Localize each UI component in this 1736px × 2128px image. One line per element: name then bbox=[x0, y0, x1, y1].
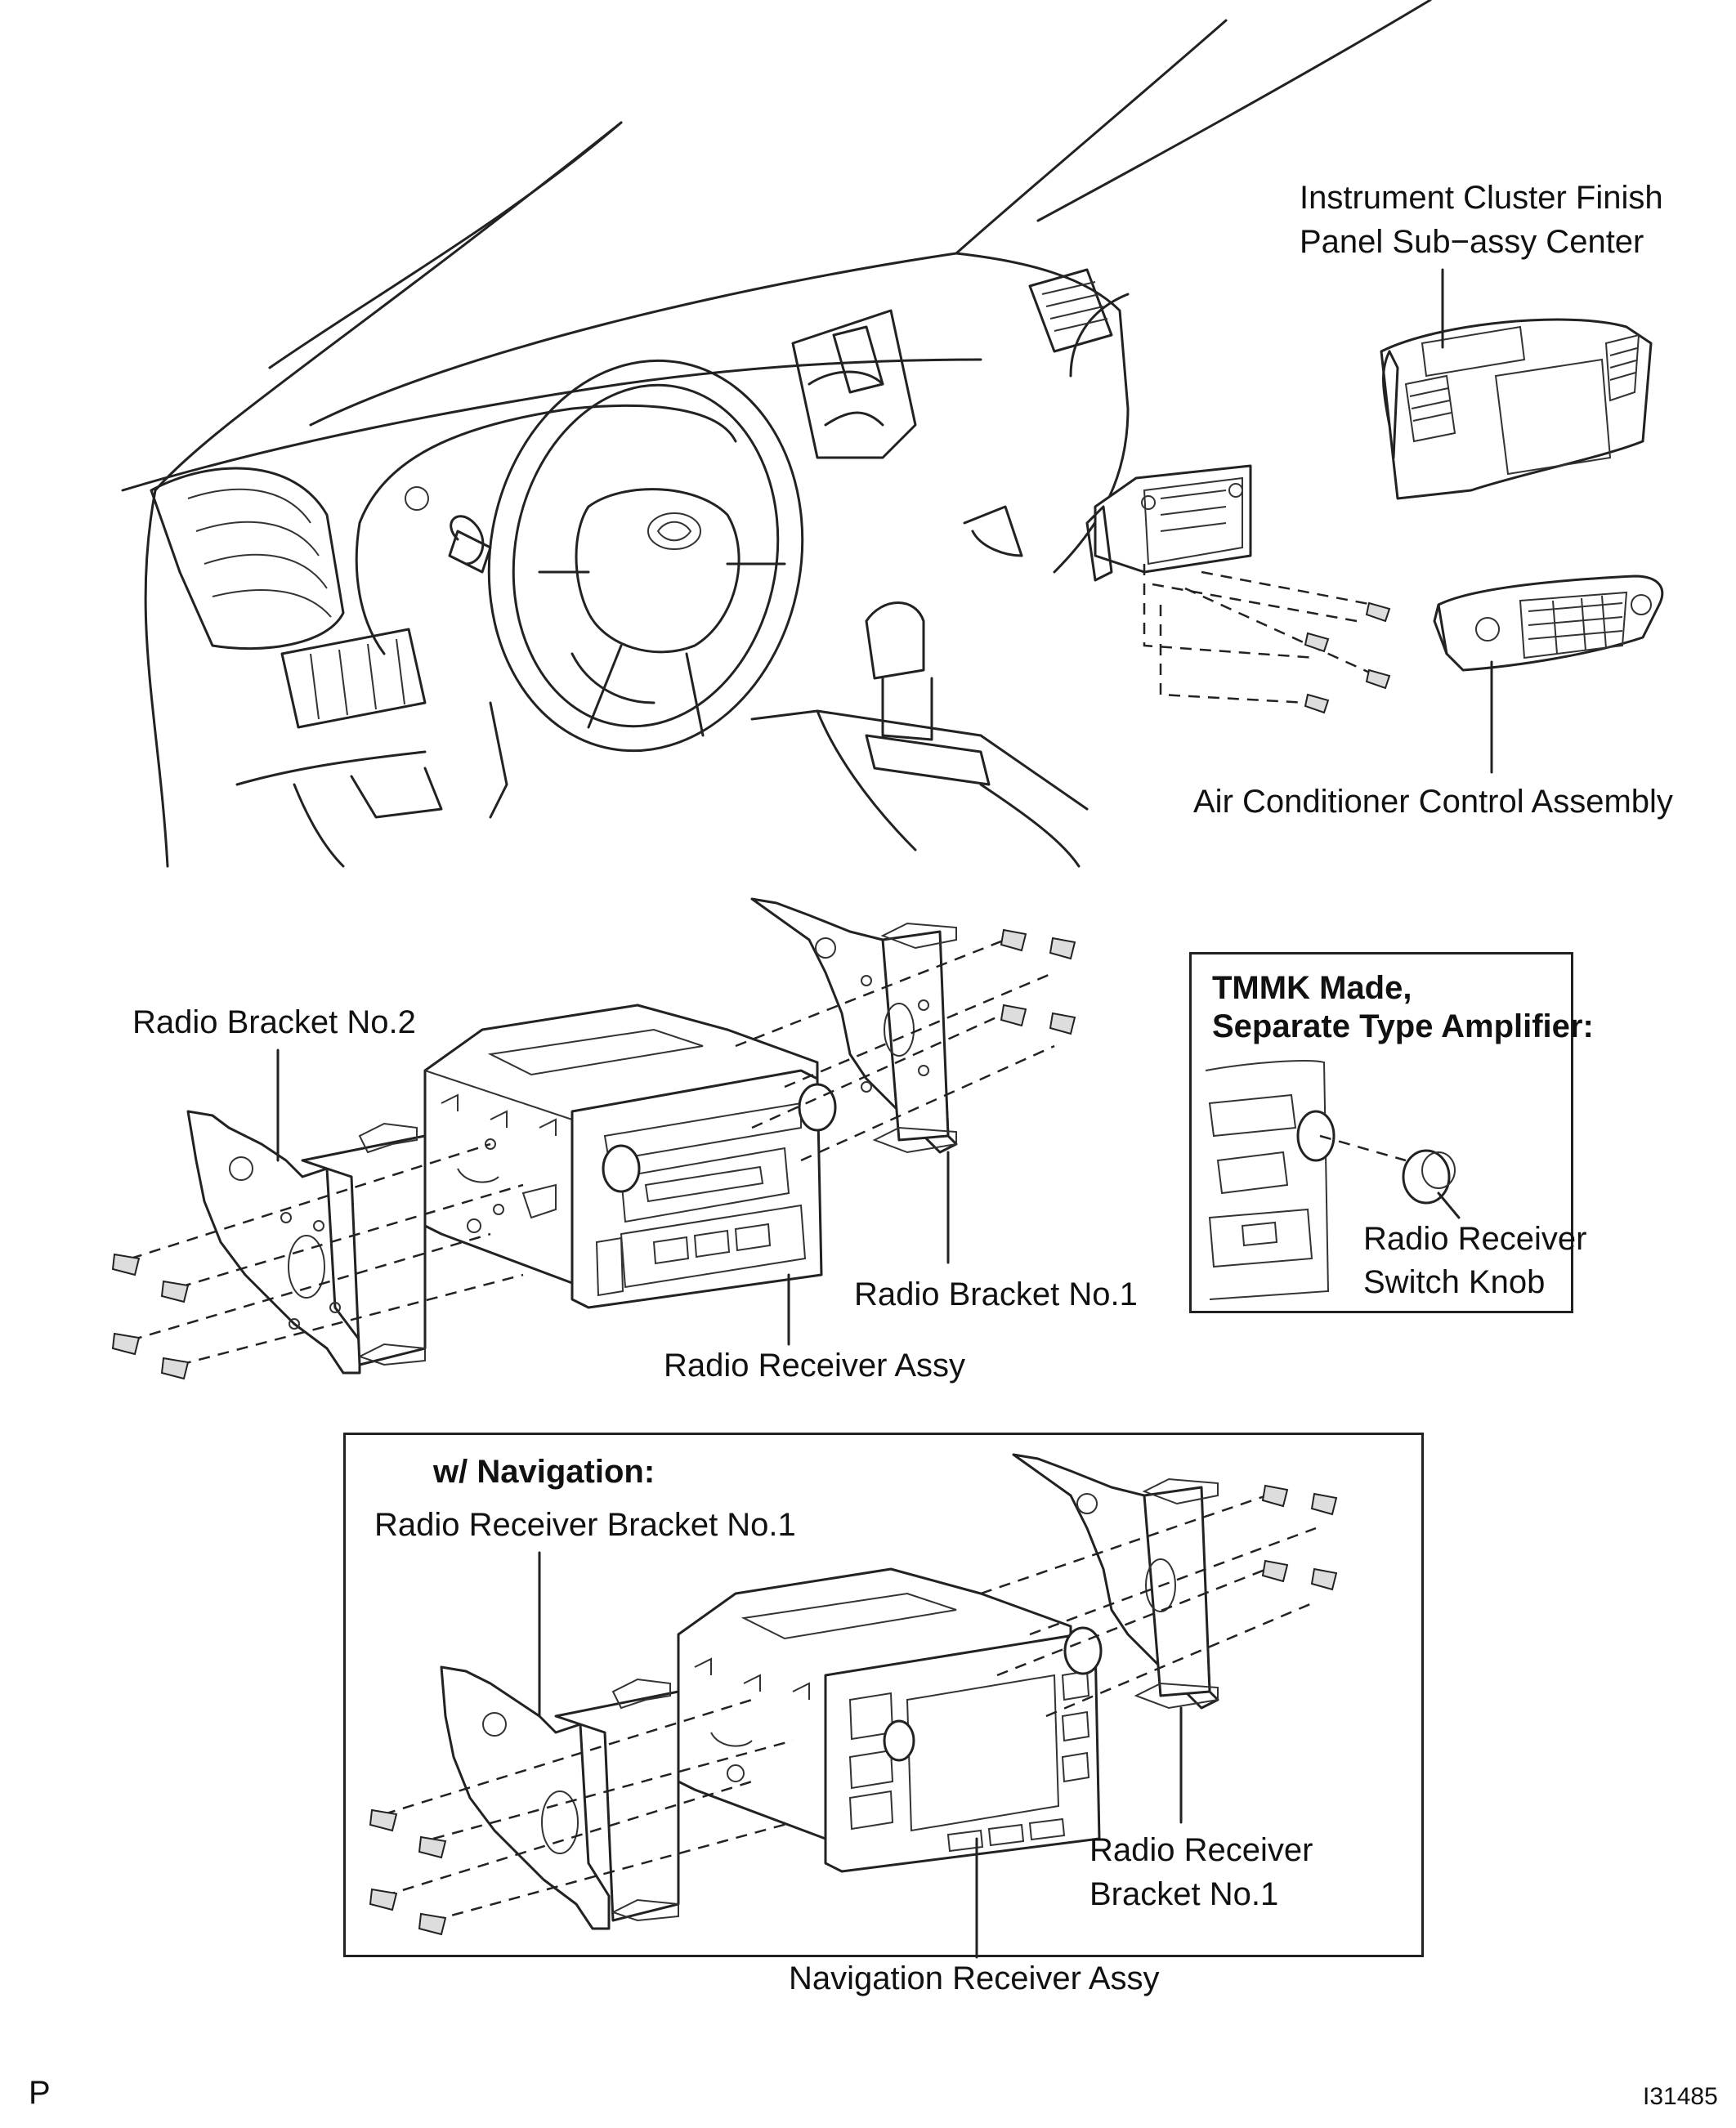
footer-left-code: P bbox=[29, 2075, 51, 2111]
label-tmmk-line1: TMMK Made, bbox=[1212, 970, 1412, 1006]
label-radio-receiver-bracket-left: Radio Receiver Bracket No.1 bbox=[374, 1507, 796, 1543]
label-radio-bracket-no1: Radio Bracket No.1 bbox=[854, 1276, 1138, 1312]
navigation-assembly-art bbox=[369, 1453, 1338, 1936]
label-switch-knob-line2: Switch Knob bbox=[1363, 1264, 1546, 1300]
leader-lines bbox=[276, 268, 1493, 1959]
label-radio-receiver-bracket-right-line1: Radio Receiver bbox=[1089, 1832, 1313, 1868]
figure-id: I31485 bbox=[1643, 2083, 1718, 2110]
radio-receiver-assembly-art bbox=[111, 897, 1076, 1380]
label-switch-knob-line1: Radio Receiver bbox=[1363, 1221, 1587, 1257]
label-air-conditioner-control: Air Conditioner Control Assembly bbox=[1193, 784, 1673, 820]
dashboard-illustration bbox=[121, 0, 1432, 868]
dash-radio-screws bbox=[1143, 564, 1391, 714]
navigation-inset-box bbox=[343, 1433, 1424, 1957]
radio-unit-small-art bbox=[1085, 464, 1252, 582]
label-navigation-heading: w/ Navigation: bbox=[433, 1454, 655, 1490]
label-radio-receiver-bracket-right-line2: Bracket No.1 bbox=[1089, 1876, 1279, 1912]
air-conditioner-control-art bbox=[1433, 574, 1664, 672]
label-navigation-receiver-assy: Navigation Receiver Assy bbox=[789, 1960, 1160, 1996]
tmmk-inset-art bbox=[1205, 1060, 1456, 1300]
instrument-cluster-finish-panel-art bbox=[1380, 318, 1653, 500]
label-tmmk-line2: Separate Type Amplifier: bbox=[1212, 1008, 1594, 1044]
label-radio-receiver-assy: Radio Receiver Assy bbox=[664, 1348, 966, 1384]
label-instrument-cluster-line2: Panel Sub−assy Center bbox=[1300, 224, 1644, 260]
tmmk-inset-box bbox=[1189, 952, 1573, 1313]
label-instrument-cluster-line1: Instrument Cluster Finish bbox=[1300, 180, 1663, 216]
label-radio-bracket-no2: Radio Bracket No.2 bbox=[132, 1004, 416, 1040]
